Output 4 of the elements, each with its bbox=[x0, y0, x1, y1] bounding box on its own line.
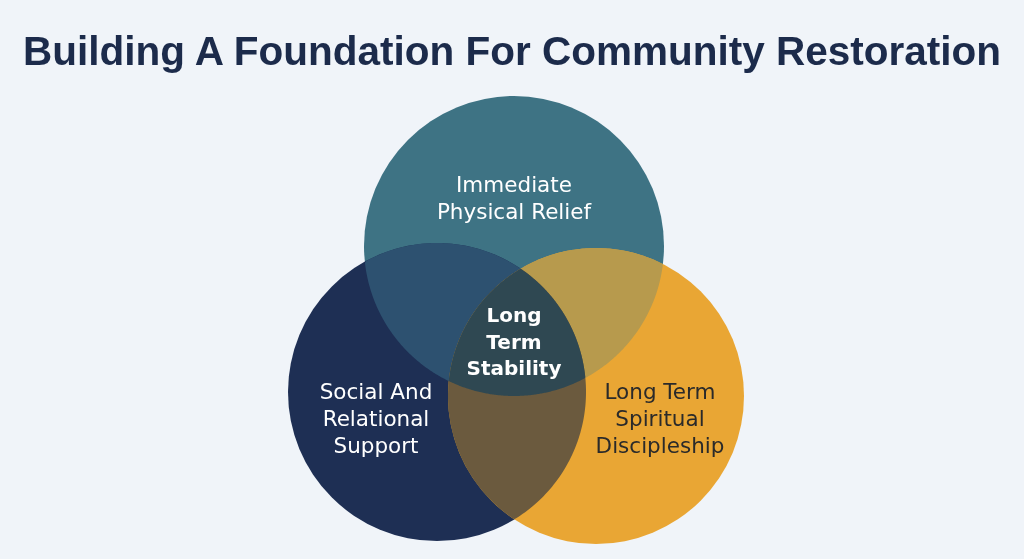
circle-label: Social And Relational Support bbox=[318, 377, 434, 459]
circle-label: Long Term Spiritual Discipleship bbox=[594, 377, 726, 459]
circle-label: Immediate Physical Relief bbox=[435, 171, 593, 225]
diagram-title: Building A Foundation For Community Restoration bbox=[23, 27, 1001, 76]
